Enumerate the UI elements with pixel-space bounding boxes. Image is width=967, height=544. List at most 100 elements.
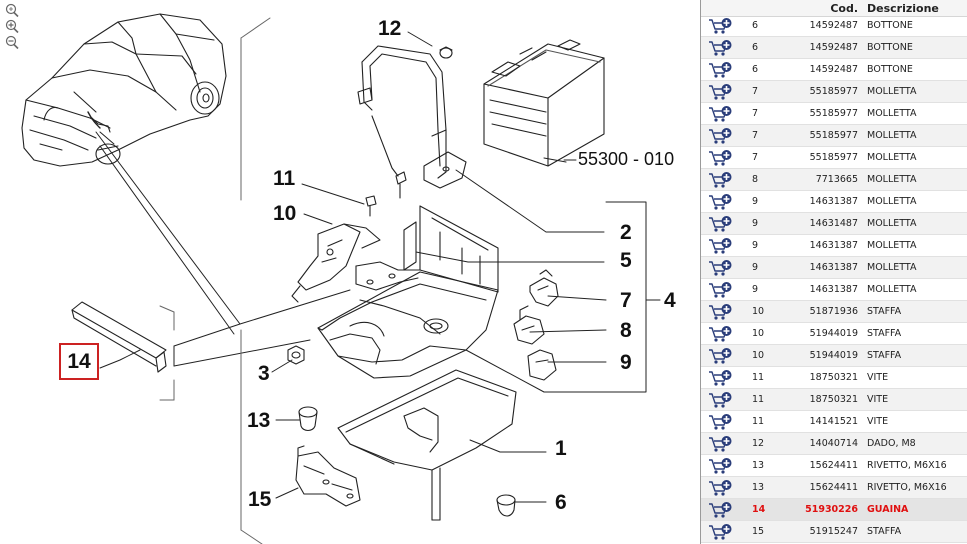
- add-to-cart-icon[interactable]: [708, 413, 734, 431]
- row-part-code: 15624411: [809, 460, 858, 471]
- table-row[interactable]: 10 51944019 STAFFA: [701, 323, 967, 345]
- add-to-cart-icon[interactable]: [708, 127, 734, 145]
- add-to-cart-icon[interactable]: [708, 215, 734, 233]
- table-row[interactable]: 9 14631387 MOLLETTA: [701, 257, 967, 279]
- row-position: 7: [752, 152, 759, 163]
- table-row[interactable]: 9 14631487 MOLLETTA: [701, 213, 967, 235]
- table-row[interactable]: 6 14592487 BOTTONE: [701, 59, 967, 81]
- add-to-cart-icon[interactable]: [708, 17, 734, 35]
- table-row[interactable]: 12 14040714 DADO, M8: [701, 433, 967, 455]
- row-position: 12: [752, 438, 765, 449]
- row-description: BOTTONE: [867, 42, 913, 53]
- table-row[interactable]: 8 7713665 MOLLETTA: [701, 169, 967, 191]
- table-row[interactable]: 13 15624411 RIVETTO, M6X16: [701, 477, 967, 499]
- row-part-code: 14631387: [809, 196, 858, 207]
- add-to-cart-icon[interactable]: [708, 369, 734, 387]
- row-part-code: 14141521: [809, 416, 858, 427]
- table-row[interactable]: 9 14631387 MOLLETTA: [701, 279, 967, 301]
- callout-13[interactable]: 13: [247, 409, 271, 432]
- table-body: 6 14592487 BOTTONE 6 14592487 BOTTONE: [701, 15, 967, 543]
- row-part-code: 14592487: [809, 42, 858, 53]
- sheath-part-14: [71, 301, 167, 373]
- callout-9[interactable]: 9: [620, 351, 632, 374]
- add-to-cart-icon[interactable]: [708, 479, 734, 497]
- row-position: 6: [752, 20, 759, 31]
- callout-11[interactable]: 11: [273, 167, 296, 190]
- row-position: 9: [752, 262, 759, 273]
- table-row[interactable]: 7 55185977 MOLLETTA: [701, 103, 967, 125]
- exploded-diagram[interactable]: 12 11 10 55300 - 010 2 5 7 4 8 9 3 13 1 …: [0, 0, 700, 544]
- table-row[interactable]: 10 51871936 STAFFA: [701, 301, 967, 323]
- add-to-cart-icon[interactable]: [708, 237, 734, 255]
- callout-1[interactable]: 1: [555, 437, 567, 460]
- callout-14-selected[interactable]: 14: [59, 343, 99, 380]
- callout-5[interactable]: 5: [620, 249, 632, 272]
- row-description: DADO, M8: [867, 438, 916, 449]
- add-to-cart-icon[interactable]: [708, 435, 734, 453]
- add-to-cart-icon[interactable]: [708, 281, 734, 299]
- callout-3[interactable]: 3: [258, 362, 270, 385]
- add-to-cart-icon[interactable]: [708, 149, 734, 167]
- callout-8[interactable]: 8: [620, 319, 632, 342]
- table-row[interactable]: 11 18750321 VITE: [701, 389, 967, 411]
- bracket-part-10: [291, 223, 381, 303]
- callout-7[interactable]: 7: [620, 289, 632, 312]
- table-row[interactable]: 7 55185977 MOLLETTA: [701, 125, 967, 147]
- add-to-cart-icon[interactable]: [708, 457, 734, 475]
- row-part-code: 14631487: [809, 218, 858, 229]
- callout-reference[interactable]: 55300 - 010: [578, 149, 675, 169]
- table-row[interactable]: 6 14592487 BOTTONE: [701, 15, 967, 37]
- add-to-cart-icon[interactable]: [708, 347, 734, 365]
- row-description: RIVETTO, M6X16: [867, 482, 947, 493]
- table-row[interactable]: 6 14592487 BOTTONE: [701, 37, 967, 59]
- pan-icon[interactable]: [4, 3, 20, 18]
- row-description: MOLLETTA: [867, 108, 917, 119]
- row-part-code: 7713665: [815, 174, 858, 185]
- add-to-cart-icon[interactable]: [708, 391, 734, 409]
- battery: [483, 39, 605, 167]
- add-to-cart-icon[interactable]: [708, 83, 734, 101]
- column-header-description[interactable]: Descrizione: [867, 2, 939, 15]
- row-position: 10: [752, 328, 765, 339]
- table-row[interactable]: 13 15624411 RIVETTO, M6X16: [701, 455, 967, 477]
- add-to-cart-icon[interactable]: [708, 501, 734, 519]
- row-position: 9: [752, 240, 759, 251]
- parts-table: Cod. Descrizione 6 14592487 BOTTONE: [700, 0, 967, 544]
- table-row[interactable]: 15 51915247 STAFFA: [701, 521, 967, 543]
- table-row[interactable]: 14 51930226 GUAINA: [701, 499, 967, 521]
- callout-6[interactable]: 6: [555, 491, 567, 514]
- add-to-cart-icon[interactable]: [708, 61, 734, 79]
- table-row[interactable]: 9 14631387 MOLLETTA: [701, 235, 967, 257]
- table-row[interactable]: 7 55185977 MOLLETTA: [701, 81, 967, 103]
- row-description: BOTTONE: [867, 64, 913, 75]
- zoom-out-icon[interactable]: [4, 35, 20, 50]
- callout-12[interactable]: 12: [378, 17, 402, 40]
- row-description: STAFFA: [867, 306, 902, 317]
- table-row[interactable]: 10 51944019 STAFFA: [701, 345, 967, 367]
- add-to-cart-icon[interactable]: [708, 325, 734, 343]
- add-to-cart-icon[interactable]: [708, 523, 734, 541]
- row-description: MOLLETTA: [867, 174, 917, 185]
- callout-2[interactable]: 2: [620, 221, 632, 244]
- zoom-in-icon[interactable]: [4, 19, 20, 34]
- table-row[interactable]: 7 55185977 MOLLETTA: [701, 147, 967, 169]
- add-to-cart-icon[interactable]: [708, 39, 734, 57]
- callout-4[interactable]: 4: [664, 289, 676, 312]
- table-row[interactable]: 9 14631387 MOLLETTA: [701, 191, 967, 213]
- add-to-cart-icon[interactable]: [708, 171, 734, 189]
- add-to-cart-icon[interactable]: [708, 303, 734, 321]
- row-position: 11: [752, 394, 765, 405]
- row-position: 6: [752, 64, 759, 75]
- add-to-cart-icon[interactable]: [708, 193, 734, 211]
- callout-15[interactable]: 15: [248, 488, 272, 511]
- row-part-code: 55185977: [809, 108, 858, 119]
- column-header-code[interactable]: Cod.: [830, 2, 858, 15]
- callout-10[interactable]: 10: [273, 202, 297, 225]
- row-position: 7: [752, 108, 759, 119]
- table-row[interactable]: 11 18750321 VITE: [701, 367, 967, 389]
- row-position: 7: [752, 130, 759, 141]
- add-to-cart-icon[interactable]: [708, 259, 734, 277]
- add-to-cart-icon[interactable]: [708, 105, 734, 123]
- table-header: Cod. Descrizione: [701, 0, 967, 17]
- table-row[interactable]: 11 14141521 VITE: [701, 411, 967, 433]
